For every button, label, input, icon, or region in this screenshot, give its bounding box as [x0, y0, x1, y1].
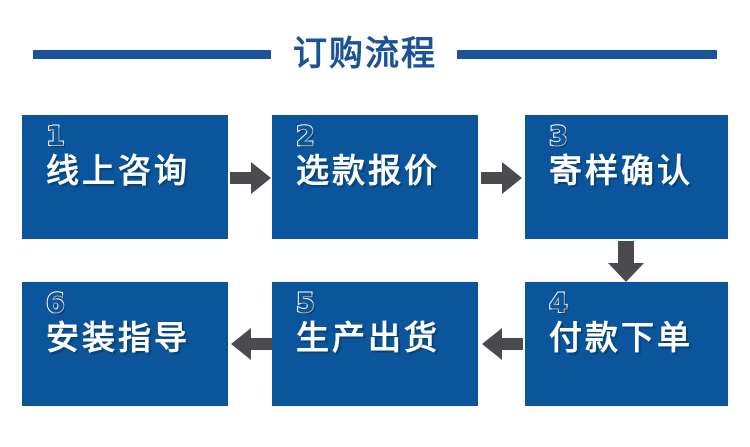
step-number-1: 1 [45, 121, 66, 152]
page-title: 订购流程 [293, 34, 437, 74]
step-number-4: 4 [548, 288, 569, 319]
step-box-5[interactable]: 5 生产出货 [272, 282, 478, 406]
step-label-2: 选款报价 [296, 151, 440, 190]
step-label-6: 安装指导 [46, 318, 190, 357]
step-box-4[interactable]: 4 付款下单 [525, 282, 728, 406]
step-number-2: 2 [295, 121, 316, 152]
arrow-left-icon-step5-to-step6 [230, 326, 272, 362]
title-rule-right [457, 49, 717, 59]
step-number-3: 3 [548, 121, 569, 152]
step-label-3: 寄样确认 [549, 151, 693, 190]
page-title-row: 订购流程 [0, 30, 750, 78]
step-box-1[interactable]: 1 线上咨询 [22, 115, 228, 239]
step-box-6[interactable]: 6 安装指导 [22, 282, 228, 406]
title-rule-left [33, 49, 271, 59]
arrow-left-icon-step4-to-step5 [481, 326, 523, 362]
arrow-right-icon-step2-to-step3 [481, 160, 523, 196]
step-label-4: 付款下单 [549, 318, 693, 357]
step-box-2[interactable]: 2 选款报价 [272, 115, 478, 239]
step-number-5: 5 [295, 288, 316, 319]
step-label-5: 生产出货 [296, 318, 440, 357]
step-label-1: 线上咨询 [46, 151, 190, 190]
arrow-right-icon-step1-to-step2 [230, 160, 272, 196]
step-box-3[interactable]: 3 寄样确认 [525, 115, 728, 239]
arrow-down-icon-step3-to-step4 [605, 241, 647, 283]
step-number-6: 6 [45, 288, 66, 319]
